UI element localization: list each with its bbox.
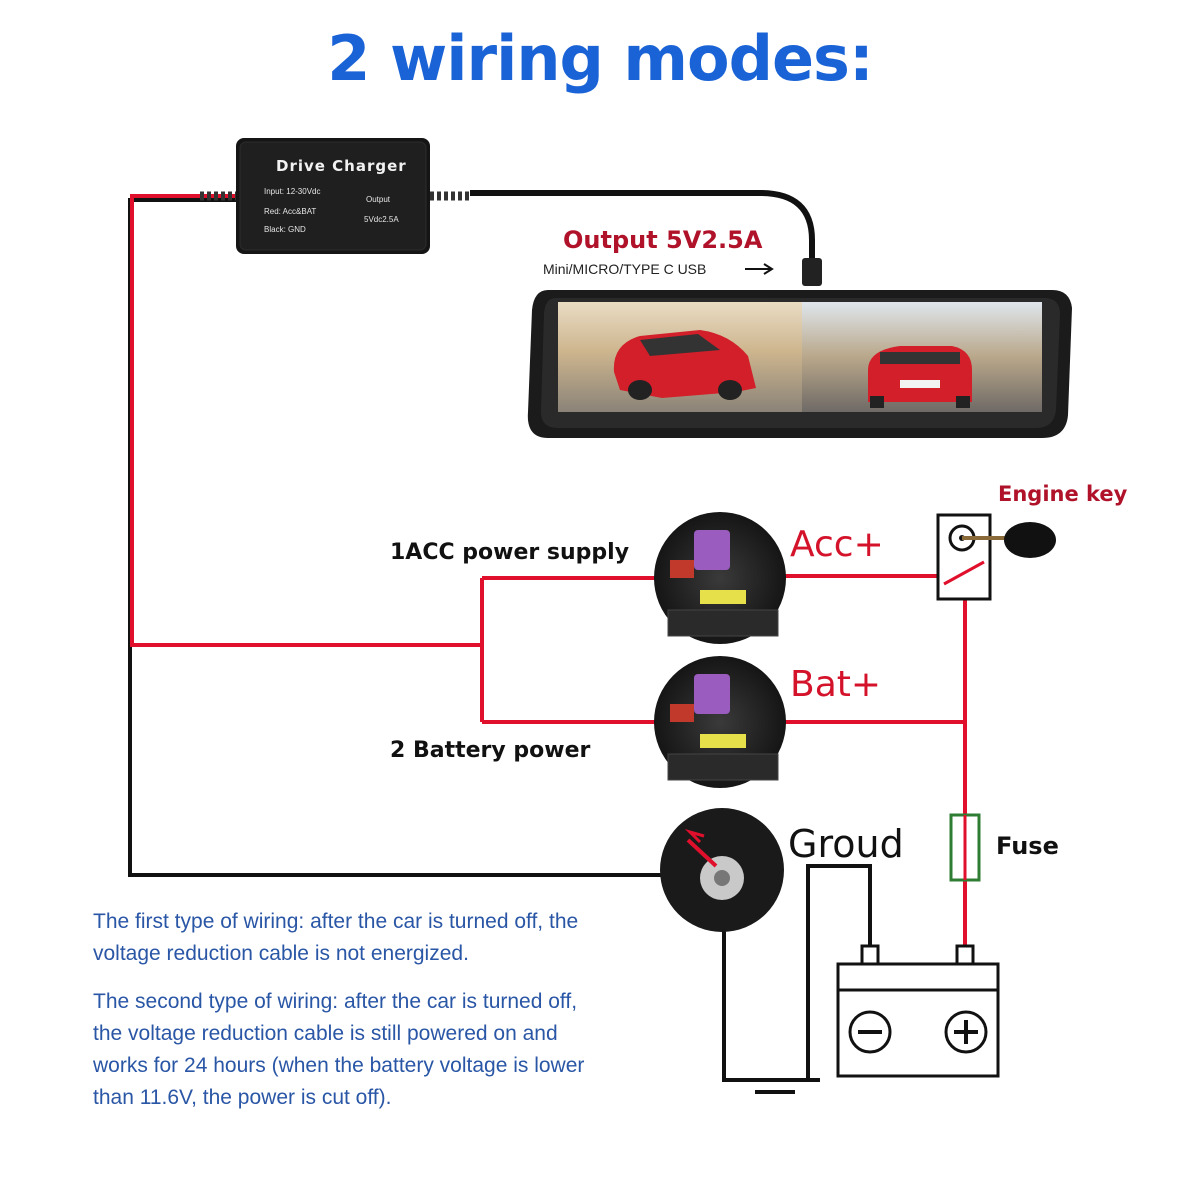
fuse-box-icon-acc	[654, 512, 786, 644]
charger-spec-red: Red: Acc&BAT	[264, 207, 317, 216]
usb-plug	[802, 258, 822, 286]
ignition-switch	[936, 513, 992, 601]
drive-charger-box	[236, 138, 430, 254]
charger-spec-black: Black: GND	[264, 225, 306, 234]
charger-spec-output-label: Output	[366, 195, 391, 204]
output-connector-label: Mini/MICRO/TYPE C USB	[543, 261, 707, 277]
ground-terminal-icon	[660, 808, 784, 932]
fuse-icon	[949, 813, 981, 882]
note-second-wiring: The second type of wiring: after the car…	[93, 990, 585, 1109]
battery-icon	[836, 944, 1000, 1078]
arrow-right-icon	[745, 263, 774, 275]
fuse-box-icon-bat	[654, 656, 786, 788]
note-first-wiring: The first type of wiring: after the car …	[93, 910, 579, 965]
battery-mode-label: 2 Battery power	[390, 738, 591, 763]
engine-key-label: Engine key	[998, 482, 1128, 506]
bat-terminal-label: Bat+	[790, 664, 882, 705]
acc-mode-label: 1ACC power supply	[390, 540, 630, 565]
fuse-label: Fuse	[996, 832, 1059, 860]
mirror-camera-icon	[527, 290, 1072, 438]
charger-spec-input: Input: 12-30Vdc	[264, 187, 321, 196]
output-cable	[470, 190, 815, 262]
engine-key-icon	[962, 522, 1056, 558]
ground-label: Groud	[788, 822, 904, 866]
output-label: Output 5V2.5A	[563, 226, 763, 254]
charger-name: Drive Charger	[276, 157, 407, 175]
charger-spec-output-value: 5Vdc2.5A	[364, 215, 399, 224]
page-title: 2 wiring modes:	[327, 22, 874, 95]
acc-terminal-label: Acc+	[790, 524, 884, 565]
